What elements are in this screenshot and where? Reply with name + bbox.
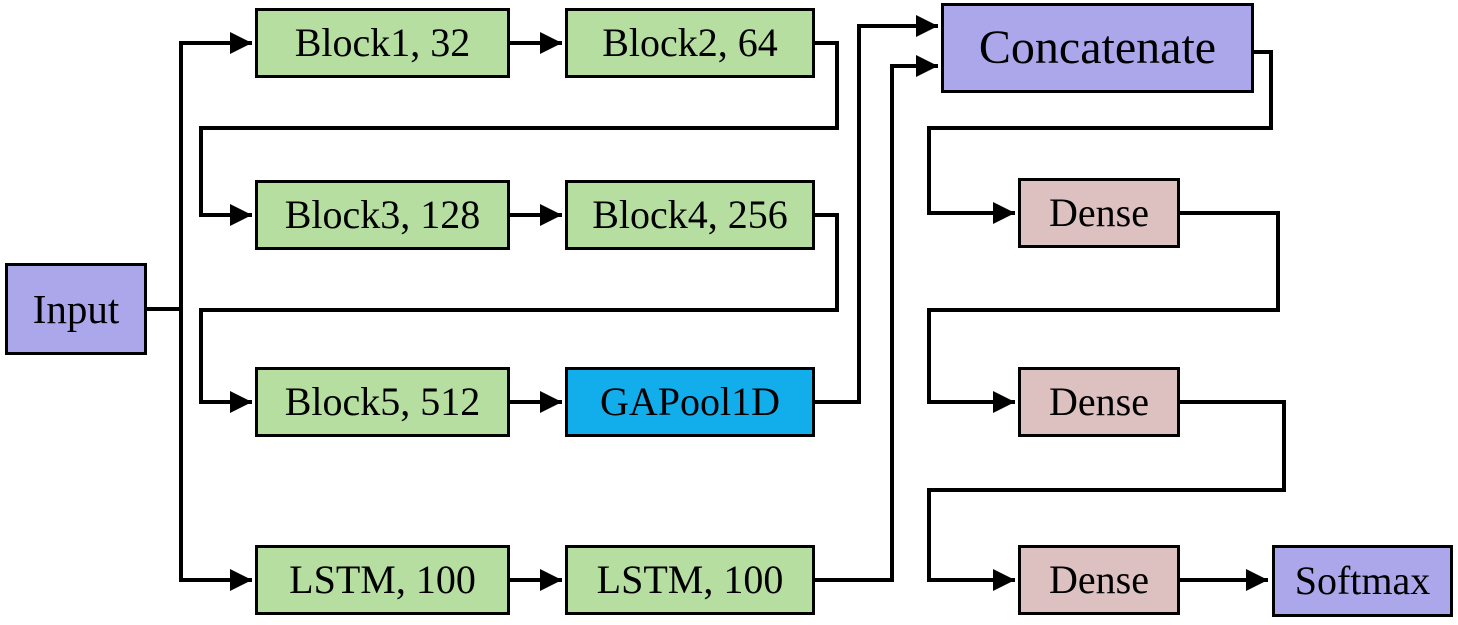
node-gapool1d: GAPool1D (565, 367, 815, 437)
edge-lstm2-to-concatenate (815, 55, 938, 582)
node-input: Input (5, 263, 147, 355)
node-block3: Block3, 128 (255, 180, 510, 250)
edge-gapool1d-to-concatenate (815, 15, 938, 404)
node-softmax: Softmax (1272, 545, 1453, 617)
edge-input-to-block1 (147, 32, 252, 311)
edge-block2-to-block3 (199, 41, 839, 226)
node-dense1: Dense (1018, 178, 1180, 248)
node-block2: Block2, 64 (565, 8, 815, 78)
edge-block4-to-block5 (199, 213, 839, 413)
node-lstm1: LSTM, 100 (255, 545, 510, 615)
edge-dense2-to-dense3 (927, 400, 1286, 591)
node-lstm2: LSTM, 100 (565, 545, 815, 615)
node-block1: Block1, 32 (255, 8, 510, 78)
node-dense3: Dense (1018, 545, 1180, 615)
node-dense2: Dense (1018, 367, 1180, 437)
node-block5: Block5, 512 (255, 367, 510, 437)
edge-dense1-to-dense2 (927, 211, 1280, 413)
node-concatenate: Concatenate (941, 3, 1254, 93)
edge-concatenate-to-dense1 (927, 50, 1273, 224)
edge-input-to-lstm1 (179, 309, 252, 591)
node-block4: Block4, 256 (565, 180, 815, 250)
